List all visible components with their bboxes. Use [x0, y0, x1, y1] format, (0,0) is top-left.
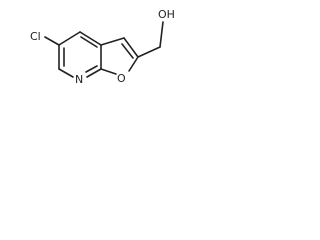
bond-c3-c2-inner [121, 43, 134, 59]
bond-c4-c3a [79, 31, 102, 46]
bond-o1-c7a [100, 68, 117, 75]
bond-c2-o1 [128, 56, 139, 72]
bond-c7a-n7-inner [85, 65, 98, 73]
bond-c4-c3a-inner [80, 36, 98, 48]
bond-n7-c6 [58, 68, 74, 78]
chlorine-label: Cl [30, 30, 41, 43]
bond-c5-cl [44, 36, 60, 46]
hydroxyl-label: OH [158, 8, 175, 21]
furan-oxygen-label: O [117, 72, 126, 85]
chemical-structure: Cl N O OH [30, 8, 175, 86]
bond-c3a-c3 [100, 37, 125, 46]
bond-c2-ch2 [137, 46, 161, 58]
bond-c7a-n7 [86, 68, 102, 78]
bond-c5-c4 [58, 31, 81, 46]
bond-ch2-oh [159, 21, 164, 48]
nitrogen-label: N [75, 73, 83, 86]
bond-c3-c2 [123, 37, 139, 58]
